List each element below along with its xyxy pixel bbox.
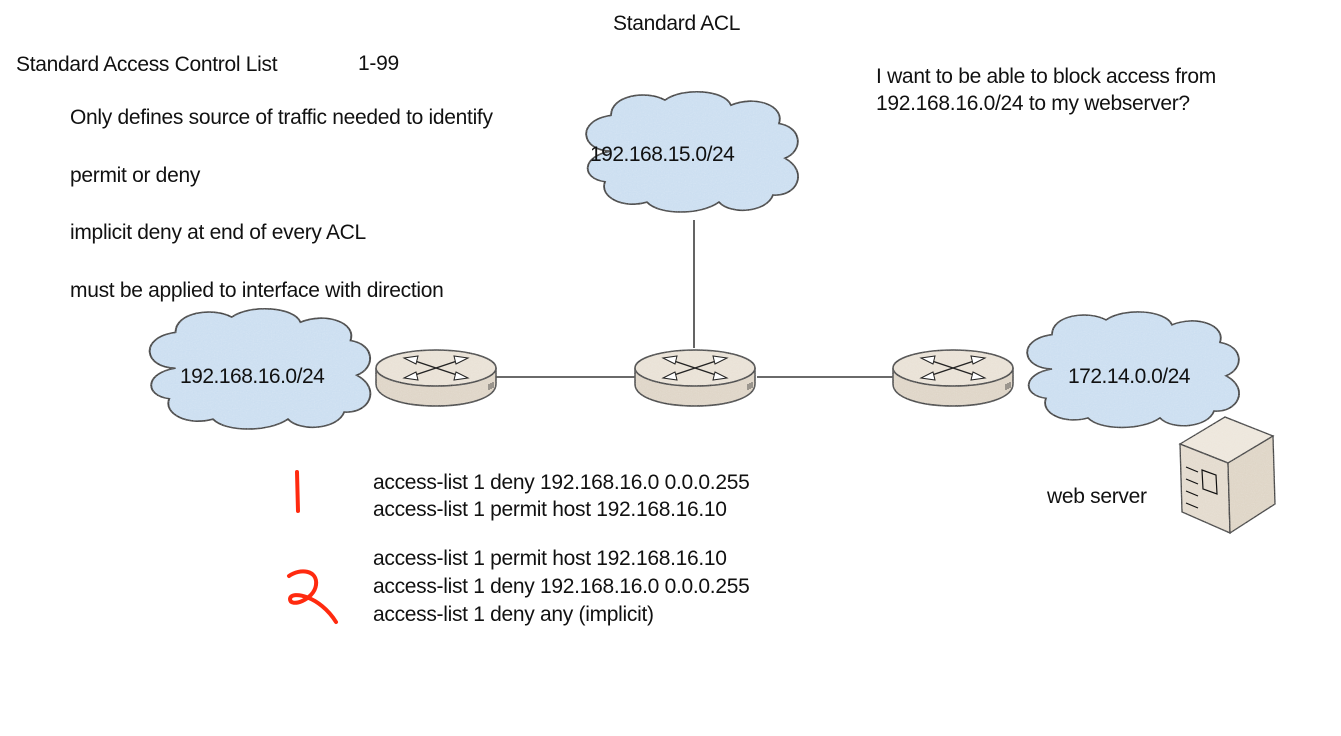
section-heading: Standard Access Control List	[16, 53, 278, 76]
option-1-marker	[295, 470, 300, 513]
web-server-icon	[1178, 416, 1276, 535]
acl-option-1-line-1: access-list 1 deny 192.168.16.0 0.0.0.25…	[373, 471, 750, 494]
acl-option-2-line-3: access-list 1 deny any (implicit)	[373, 603, 654, 626]
acl-number-range: 1-99	[358, 52, 399, 75]
note-source-only: Only defines source of traffic needed to…	[70, 106, 493, 129]
web-server-label: web server	[1047, 485, 1147, 508]
note-implicit-deny: implicit deny at end of every ACL	[70, 221, 366, 244]
router-right-icon	[893, 350, 1013, 406]
diagram-title: Standard ACL	[613, 12, 741, 35]
question-text: I want to be able to block access from 1…	[876, 65, 1216, 115]
note-apply-interface: must be applied to interface with direct…	[70, 279, 444, 302]
network-label-right: 172.14.0.0/24	[1068, 365, 1191, 388]
network-label-top: 192.168.15.0/24	[590, 143, 735, 166]
note-permit-deny: permit or deny	[70, 164, 201, 187]
acl-option-2-line-1: access-list 1 permit host 192.168.16.10	[373, 547, 727, 570]
option-2-marker	[287, 569, 338, 624]
acl-option-2-line-2: access-list 1 deny 192.168.16.0 0.0.0.25…	[373, 575, 750, 598]
router-left-icon	[376, 350, 496, 406]
network-label-left: 192.168.16.0/24	[180, 365, 325, 388]
acl-option-1-line-2: access-list 1 permit host 192.168.16.10	[373, 498, 727, 521]
router-center-icon	[635, 350, 755, 406]
